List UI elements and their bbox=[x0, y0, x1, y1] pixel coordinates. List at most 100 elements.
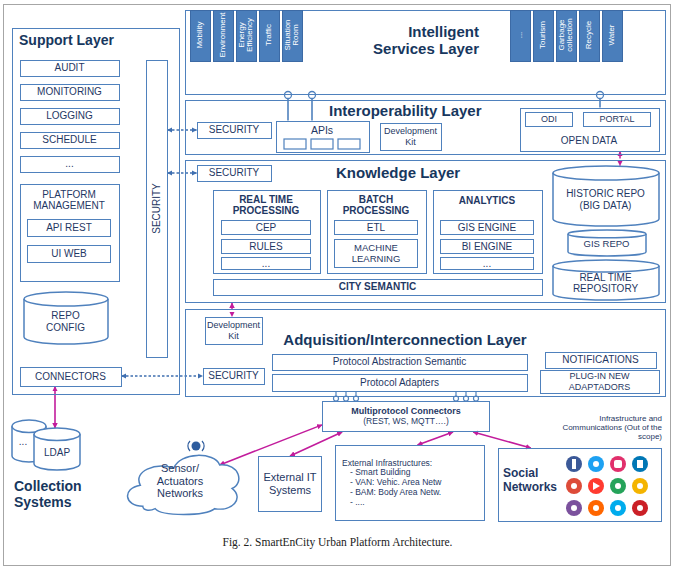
layer-panel: Support LayerAUDITMONITORINGLOGGINGSCHED… bbox=[12, 28, 180, 395]
connector-arrow bbox=[619, 152, 621, 166]
node-label: Protocol Adapters bbox=[360, 377, 439, 389]
node-label: Social Networks bbox=[503, 467, 563, 495]
node-label: OPEN DATA bbox=[521, 135, 658, 147]
node-label: MACHINE LEARNING bbox=[338, 243, 414, 265]
connector-arrow bbox=[168, 172, 197, 174]
group-box: REAL TIME PROCESSINGCEPRULES... bbox=[213, 190, 321, 274]
label-area: Development Kit bbox=[206, 318, 262, 344]
label-area: Protocol Abstraction Semantic bbox=[273, 355, 527, 370]
label-area: Traffic bbox=[260, 11, 278, 60]
node-label: SCHEDULE bbox=[42, 134, 96, 146]
figure-border bbox=[4, 5, 671, 566]
node-label: HISTORIC REPO (BIG DATA) bbox=[556, 188, 656, 211]
label-area: RULES bbox=[222, 240, 310, 253]
label-area: ... bbox=[222, 258, 310, 269]
label-area: ETL bbox=[335, 221, 417, 234]
layer-panel: Adquisition/Interconnection Layer Develop… bbox=[185, 309, 666, 397]
service-box: Traffic bbox=[259, 10, 280, 62]
node-label: Protocol Abstraction Semantic bbox=[333, 356, 466, 368]
node-label: Environment bbox=[218, 13, 226, 58]
node-label: BATCH PROCESSING bbox=[330, 194, 423, 217]
node-label: GIS ENGINE bbox=[458, 222, 516, 234]
node-label: REAL TIME REPOSITORY bbox=[556, 272, 656, 295]
layer-title: Adquisition/Interconnection Layer bbox=[274, 331, 536, 348]
component-box: Protocol Abstraction Semantic bbox=[272, 354, 528, 371]
node-label: Situation Room bbox=[283, 13, 300, 58]
label-area: ODI bbox=[526, 113, 572, 126]
connection-point bbox=[597, 92, 604, 99]
label-area: SECURITY bbox=[204, 369, 264, 384]
label-area: MONITORING bbox=[21, 85, 119, 100]
service-box: Recycle bbox=[579, 10, 600, 62]
node-label: PLATFORM MANAGEMENT bbox=[23, 189, 116, 212]
sensor-cloud: Sensor/ Actuators Networks bbox=[118, 440, 242, 518]
node-label: Multiprotocol Connectors bbox=[351, 406, 461, 416]
layer-title: Intelligent Services Layer bbox=[351, 23, 479, 58]
component-box: ODI bbox=[525, 112, 573, 127]
node-label: GIS REPO bbox=[584, 239, 630, 250]
node-label: Development Kit bbox=[207, 320, 260, 341]
component-box: ... bbox=[20, 156, 120, 173]
node-label: RULES bbox=[249, 241, 282, 253]
node-label: Energy Efficiency bbox=[237, 13, 254, 58]
label-area: CEP bbox=[222, 221, 310, 234]
label-area: PLUG-IN NEW ADAPTADORS bbox=[541, 371, 659, 393]
connection-point bbox=[285, 92, 292, 99]
component-box: PLUG-IN NEW ADAPTADORS bbox=[540, 370, 660, 394]
component-box: RULES bbox=[221, 239, 311, 254]
component-box: Multiprotocol Connectors(REST, WS, MQTT…… bbox=[322, 401, 490, 432]
section-label: Collection Systems bbox=[14, 478, 109, 510]
node-label: ... bbox=[262, 258, 270, 270]
label-area: LOGGING bbox=[21, 109, 119, 124]
repository-cylinder: LDAP bbox=[34, 428, 80, 470]
node-label: Tourism bbox=[538, 21, 546, 49]
node-label: Traffic bbox=[264, 24, 272, 46]
label-area: Tourism bbox=[534, 11, 552, 60]
component-box: External IT Systems bbox=[258, 456, 322, 512]
label-area: SECURITY bbox=[198, 166, 271, 181]
label-area: LDAP bbox=[34, 441, 80, 465]
label-area: CITY SEMANTIC bbox=[214, 280, 542, 295]
label-area: UI WEB bbox=[28, 246, 110, 262]
repository-cylinder: GIS REPO bbox=[568, 230, 646, 256]
component-box: OPEN DATA ODI PORTAL bbox=[520, 108, 660, 152]
layer-title: Interoperability Layer bbox=[329, 102, 519, 119]
label-area: External IT Systems bbox=[259, 457, 321, 511]
node-label: ... bbox=[515, 32, 523, 39]
node-label: ... bbox=[14, 436, 32, 448]
label-area: REPO CONFIG bbox=[24, 306, 108, 338]
node-label: AUDIT bbox=[55, 62, 85, 74]
label-area: GIS ENGINE bbox=[441, 221, 533, 234]
service-box: Environment bbox=[213, 10, 234, 62]
node-label: Development Kit bbox=[384, 126, 438, 147]
security-band: SECURITY bbox=[146, 60, 168, 358]
note-label: Infrastructure and Communications (Out o… bbox=[538, 414, 662, 442]
node-label: API REST bbox=[46, 222, 92, 234]
node-label: - Smart Building bbox=[342, 468, 410, 478]
node-label: - BAM: Body Area Netw. bbox=[342, 488, 441, 498]
node-label: CONNECTORS bbox=[35, 371, 106, 383]
social-icons bbox=[566, 456, 648, 516]
repository-cylinder: REAL TIME REPOSITORY bbox=[553, 260, 659, 300]
label-area: NOTIFICATIONS bbox=[546, 353, 656, 368]
node-label: LDAP bbox=[44, 447, 70, 459]
component-box: AUDIT bbox=[20, 60, 120, 77]
infrastructure-box: External Infrastructures:- Smart Buildin… bbox=[335, 445, 485, 521]
component-box: CEP bbox=[221, 220, 311, 235]
label-area: Water bbox=[603, 11, 621, 60]
connector-arrow bbox=[122, 375, 203, 377]
service-box: Water bbox=[602, 10, 623, 62]
label-area: AUDIT bbox=[21, 61, 119, 76]
node-label: PORTAL bbox=[599, 114, 634, 124]
component-box: UI WEB bbox=[27, 245, 111, 263]
component-box: CITY SEMANTIC bbox=[213, 279, 543, 296]
node-label: REPO CONFIG bbox=[40, 310, 92, 333]
node-label: External Infrastructures: bbox=[342, 459, 432, 469]
service-box: Situation Room bbox=[282, 10, 303, 62]
label-area: REAL TIME REPOSITORY bbox=[553, 272, 659, 295]
component-box: SCHEDULE bbox=[20, 132, 120, 149]
connector-arrow bbox=[418, 432, 454, 445]
node-label: - VAN: Vehic. Area Netw bbox=[342, 478, 442, 488]
group-box: ANALYTICSGIS ENGINEBI ENGINE... bbox=[433, 190, 543, 274]
label-area: Protocol Adapters bbox=[273, 375, 527, 391]
